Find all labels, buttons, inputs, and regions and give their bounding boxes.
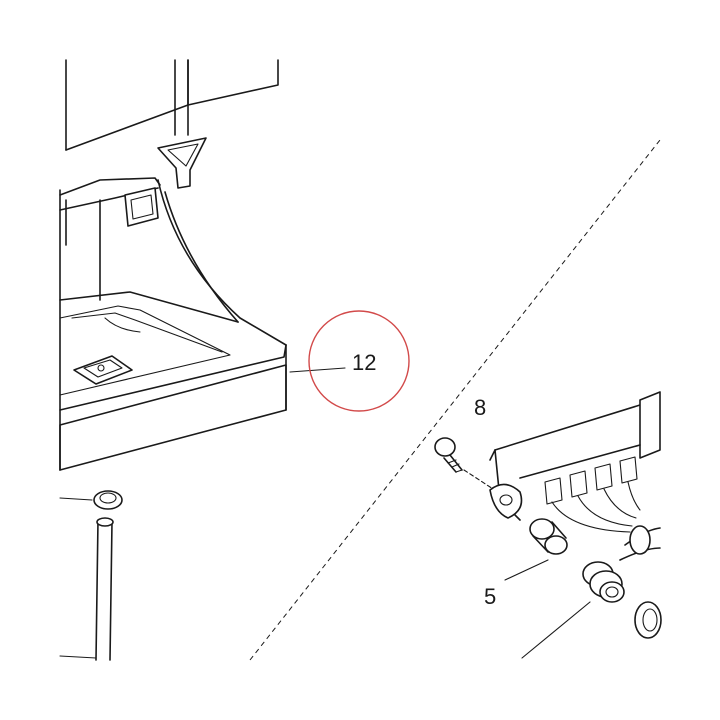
tube-and-nut-drawing <box>59 490 123 661</box>
highlight-circle <box>308 310 410 412</box>
connector-assembly-drawing <box>434 391 662 659</box>
callout-5: 5 <box>484 584 496 609</box>
callout-12: 12 <box>352 350 376 375</box>
tray-assembly-drawing <box>59 59 346 471</box>
section-divider-line <box>249 139 661 661</box>
callout-8: 8 <box>474 395 486 420</box>
